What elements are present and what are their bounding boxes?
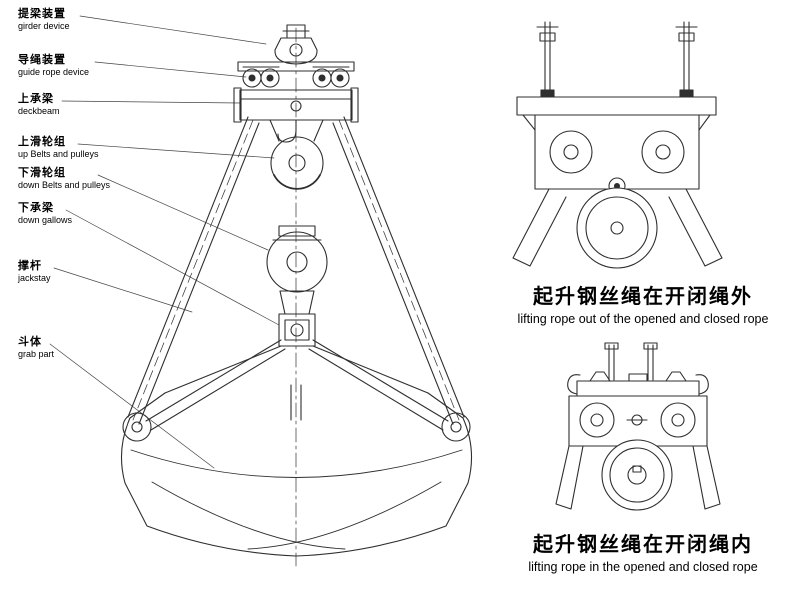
label-en: up Belts and pulleys <box>18 148 99 159</box>
caption-rope-outside: 起升钢丝绳在开闭绳外 lifting rope out of the opene… <box>478 280 800 326</box>
label-zh: 撑杆 <box>18 260 42 272</box>
main-grab-drawing <box>120 24 473 567</box>
label-guide-rope-device: 导绳装置 guide rope device <box>18 54 89 78</box>
label-girder-device: 提梁装置 girder device <box>18 8 70 32</box>
label-down-gallows: 下承梁 down gallows <box>18 202 72 226</box>
detail-view-rope-outside <box>512 21 723 269</box>
label-zh: 上承梁 <box>18 93 54 105</box>
label-up-pulleys: 上滑轮组 up Belts and pulleys <box>18 136 99 160</box>
label-zh: 提梁装置 <box>18 8 66 20</box>
caption-zh: 起升钢丝绳在开闭绳内 <box>533 534 753 556</box>
caption-en: lifting rope out of the opened and close… <box>517 312 769 326</box>
label-grab-part: 斗体 grab part <box>18 336 54 360</box>
label-deckbeam: 上承梁 deckbeam <box>18 93 60 117</box>
label-en: girder device <box>18 20 70 31</box>
label-en: down Belts and pulleys <box>18 179 111 190</box>
leader-lines <box>49 15 280 469</box>
caption-en: lifting rope in the opened and closed ro… <box>528 560 758 574</box>
label-zh: 下承梁 <box>18 202 54 214</box>
label-en: guide rope device <box>18 66 90 77</box>
detail-view-rope-inside <box>555 342 721 511</box>
label-zh: 下滑轮组 <box>18 167 66 179</box>
label-zh: 上滑轮组 <box>18 136 66 148</box>
label-down-pulleys: 下滑轮组 down Belts and pulleys <box>18 167 110 191</box>
label-en: grab part <box>18 348 55 359</box>
label-zh: 斗体 <box>18 336 42 348</box>
label-jackstay: 撑杆 jackstay <box>18 260 51 284</box>
label-en: deckbeam <box>18 105 60 116</box>
label-zh: 导绳装置 <box>18 54 66 66</box>
caption-rope-inside: 起升钢丝绳在开闭绳内 lifting rope in the opened an… <box>478 528 800 574</box>
label-en: jackstay <box>18 272 51 283</box>
caption-zh: 起升钢丝绳在开闭绳外 <box>533 286 753 308</box>
label-en: down gallows <box>18 214 73 225</box>
